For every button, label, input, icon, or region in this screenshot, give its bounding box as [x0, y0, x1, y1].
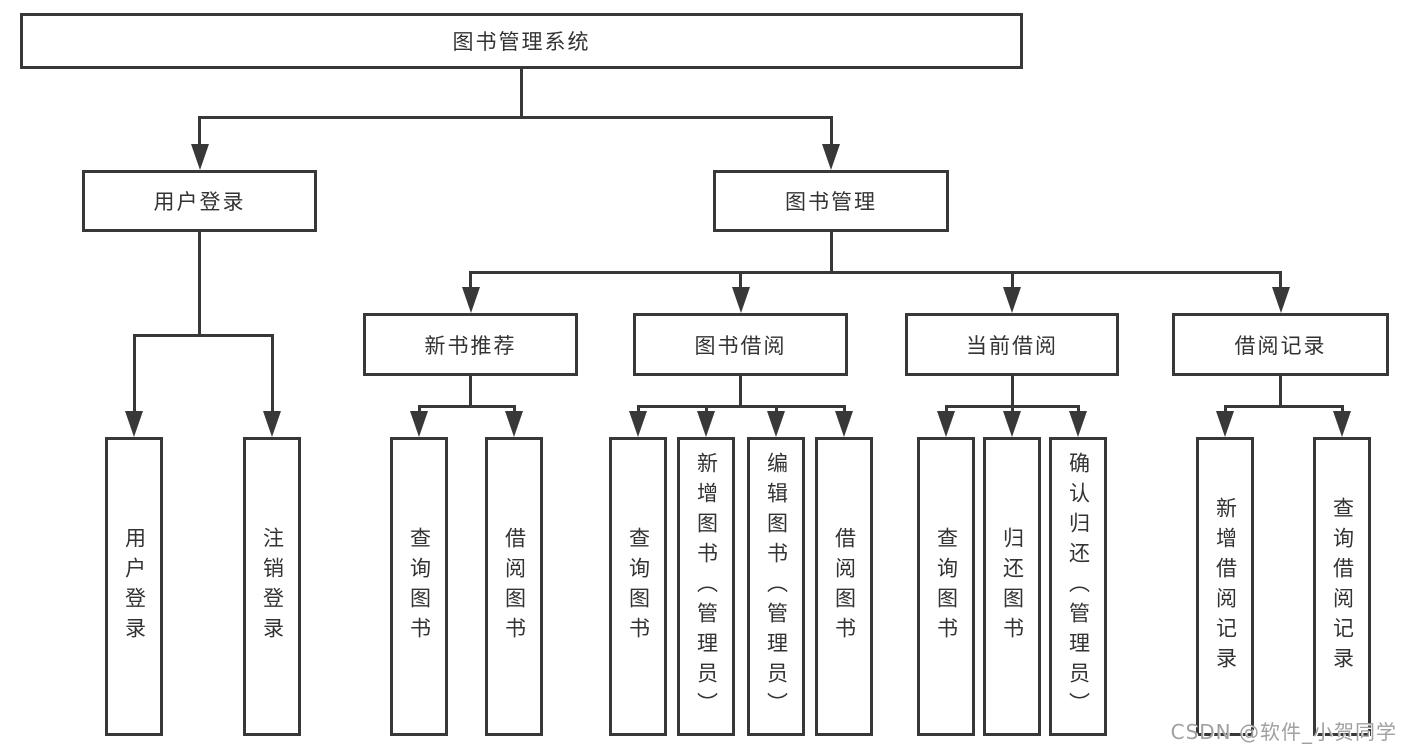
arrow-down-icon	[822, 144, 840, 170]
arrow-down-icon	[1069, 411, 1087, 437]
arrow-down-icon	[1003, 287, 1021, 313]
leaf-records-add-record-label: 新增借阅记录	[1213, 496, 1238, 677]
connector-arrow-shaft	[842, 406, 846, 413]
leaf-records-query-record: 查询借阅记录	[1313, 437, 1371, 736]
connector-rail-line	[132, 334, 274, 337]
connector-stem-line	[1279, 376, 1282, 408]
arrow-down-icon	[697, 411, 715, 437]
arrow-down-icon	[1216, 411, 1234, 437]
leaf-records-query-record-label: 查询借阅记录	[1330, 496, 1355, 677]
connector-stem-line	[1010, 376, 1014, 408]
connector-arrow-shaft	[774, 406, 778, 413]
connector-stem-line	[198, 232, 201, 337]
connector-arrow-shaft	[704, 406, 708, 413]
leaf-borrowing-add-books-admin: 新增图书（管理员）	[677, 437, 735, 736]
connector-rail-line	[469, 271, 1282, 274]
leaf-newbooks-query-books-label: 查询图书	[407, 526, 432, 647]
node-book-borrowing-label: 图书借阅	[694, 333, 787, 358]
connector-arrow-shaft	[469, 272, 472, 289]
connector-arrow-shaft	[1010, 406, 1014, 413]
connector-arrow-shaft	[1010, 272, 1014, 289]
connector-arrow-shaft	[944, 406, 948, 413]
arrow-down-icon	[505, 411, 523, 437]
node-root-label: 图书管理系统	[452, 30, 591, 54]
connector-rail-line	[417, 405, 516, 408]
arrow-down-icon	[937, 411, 955, 437]
node-book-management: 图书管理	[713, 170, 949, 232]
node-new-book-recommend-label: 新书推荐	[424, 333, 517, 358]
leaf-current-confirm-return-admin: 确认归还（管理员）	[1049, 437, 1107, 736]
connector-arrow-shaft	[1223, 406, 1227, 413]
connector-arrow-shaft	[636, 406, 640, 413]
arrow-down-icon	[263, 411, 281, 437]
connector-arrow-shaft	[1076, 406, 1080, 413]
leaf-borrowing-borrow-books: 借阅图书	[815, 437, 873, 736]
leaf-current-confirm-return-admin-label: 确认归还（管理员）	[1066, 451, 1091, 722]
node-root: 图书管理系统	[20, 13, 1023, 69]
connector-rail-line	[198, 116, 833, 119]
arrow-down-icon	[1271, 287, 1290, 313]
connector-arrow-shaft	[512, 406, 516, 413]
connector-stem-line	[829, 232, 833, 274]
node-book-management-label: 图书管理	[785, 190, 877, 214]
connector-arrow-shaft	[829, 117, 833, 146]
node-new-book-recommend: 新书推荐	[363, 313, 578, 376]
connector-arrow-shaft	[1340, 406, 1344, 413]
leaf-borrowing-borrow-books-label: 借阅图书	[832, 526, 857, 647]
connector-arrow-shaft	[1279, 272, 1282, 289]
node-current-borrowing: 当前借阅	[905, 313, 1119, 376]
node-book-borrowing: 图书借阅	[633, 313, 848, 376]
connector-stem-line	[519, 69, 523, 119]
connector-arrow-shaft	[417, 406, 421, 413]
arrow-down-icon	[125, 411, 143, 437]
connector-stem-line	[469, 376, 472, 408]
leaf-current-return-books-label: 归还图书	[1000, 526, 1025, 647]
arrow-down-icon	[410, 411, 428, 437]
node-user-login-group: 用户登录	[82, 170, 317, 232]
leaf-borrowing-add-books-admin-label: 新增图书（管理员）	[694, 451, 719, 722]
leaf-user-login-label: 用户登录	[122, 526, 147, 647]
arrow-down-icon	[835, 411, 853, 437]
leaf-newbooks-borrow-books-label: 借阅图书	[502, 526, 527, 647]
node-borrowing-records-label: 借阅记录	[1234, 333, 1327, 358]
leaf-newbooks-query-books: 查询图书	[390, 437, 448, 736]
csdn-watermark: CSDN @软件_小贺同学	[1170, 720, 1397, 744]
leaf-current-query-books: 查询图书	[917, 437, 975, 736]
connector-arrow-shaft	[270, 335, 274, 413]
arrow-down-icon	[629, 411, 647, 437]
arrow-down-icon	[767, 411, 785, 437]
arrow-down-icon	[461, 287, 480, 313]
leaf-borrowing-edit-books-admin-label: 编辑图书（管理员）	[764, 451, 789, 722]
leaf-borrowing-query-books-label: 查询图书	[626, 526, 651, 647]
leaf-current-return-books: 归还图书	[983, 437, 1041, 736]
leaf-newbooks-borrow-books: 借阅图书	[485, 437, 543, 736]
node-current-borrowing-label: 当前借阅	[966, 333, 1058, 358]
leaf-borrowing-query-books: 查询图书	[609, 437, 667, 736]
arrow-down-icon	[1003, 411, 1021, 437]
connector-stem-line	[739, 376, 742, 408]
connector-arrow-shaft	[132, 335, 136, 413]
arrow-down-icon	[731, 287, 750, 313]
leaf-logout-label: 注销登录	[260, 526, 285, 647]
connector-arrow-shaft	[739, 272, 742, 289]
leaf-borrowing-edit-books-admin: 编辑图书（管理员）	[747, 437, 805, 736]
connector-rail-line	[1223, 405, 1344, 408]
node-user-login-group-label: 用户登录	[153, 190, 246, 214]
leaf-user-login: 用户登录	[105, 437, 163, 736]
arrow-down-icon	[1333, 411, 1351, 437]
leaf-records-add-record: 新增借阅记录	[1196, 437, 1254, 736]
leaf-current-query-books-label: 查询图书	[934, 526, 959, 647]
node-borrowing-records: 借阅记录	[1172, 313, 1389, 376]
connector-arrow-shaft	[198, 117, 201, 146]
arrow-down-icon	[190, 144, 209, 170]
connector-rail-line	[636, 405, 846, 408]
leaf-logout: 注销登录	[243, 437, 301, 736]
